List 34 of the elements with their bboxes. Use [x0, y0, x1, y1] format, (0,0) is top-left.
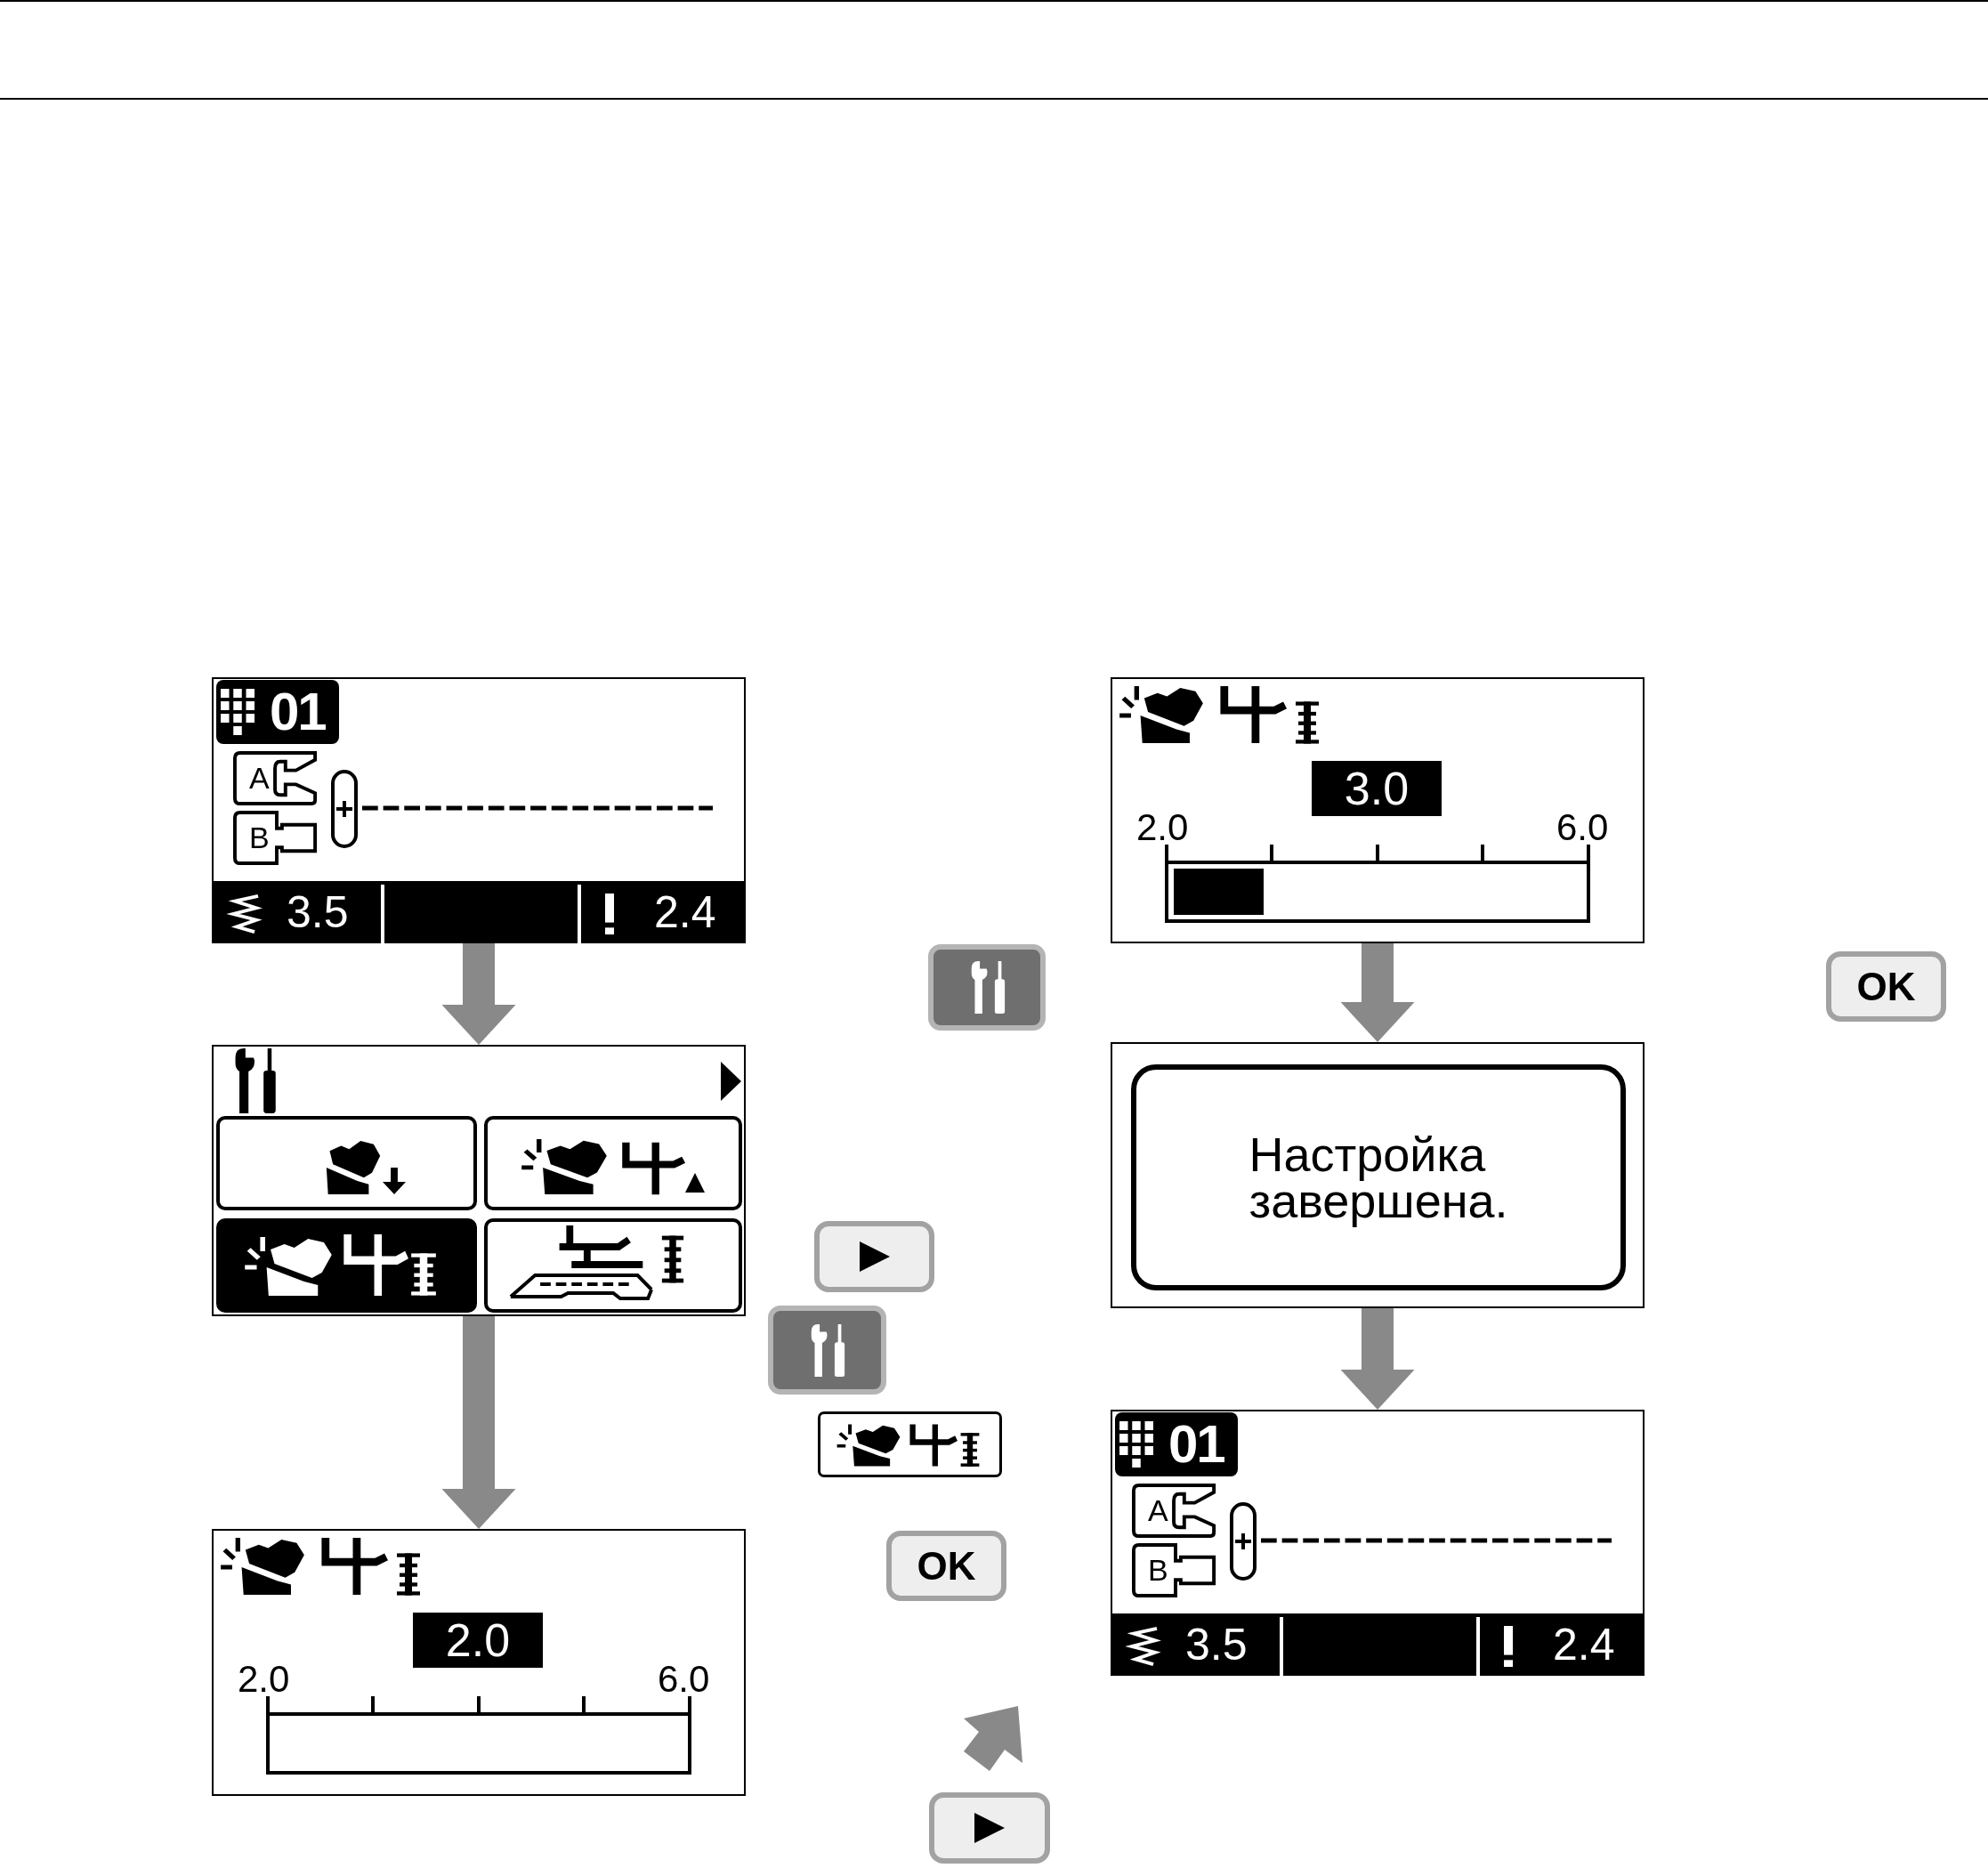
- foot-letter: A: [1148, 1495, 1168, 1525]
- arrow: [441, 943, 516, 1045]
- next-button: [814, 1221, 934, 1292]
- ok-button: OK: [886, 1531, 1006, 1601]
- arrow: [1340, 943, 1415, 1042]
- setting-value: 3.5: [1185, 1623, 1248, 1666]
- pattern-number: 01: [270, 685, 326, 739]
- value-display: 3.0: [1312, 761, 1442, 816]
- lcd-screen: [1111, 677, 1645, 943]
- lcd-screen: [212, 677, 746, 943]
- lcd-screen: [1111, 1410, 1645, 1676]
- scale-label: 6.0: [1556, 810, 1609, 845]
- pattern-number: 01: [1168, 1418, 1224, 1471]
- option-tile: [818, 1411, 1002, 1477]
- arrow: [1340, 1308, 1415, 1410]
- foot-letter: A: [249, 763, 270, 793]
- lcd-screen: [212, 1045, 746, 1316]
- scale-label: 2.0: [238, 1662, 290, 1697]
- next-button: [929, 1792, 1050, 1864]
- scale-label: 2.0: [1136, 810, 1189, 845]
- setting-value: 2.4: [1553, 1623, 1615, 1666]
- arrow: [441, 1316, 516, 1529]
- foot-letter: B: [249, 822, 270, 853]
- settings-button: [768, 1306, 886, 1395]
- message-box: [1131, 1064, 1626, 1290]
- value-display: 2.0: [413, 1613, 543, 1668]
- foot-letter: B: [1148, 1555, 1168, 1585]
- setting-value: 3.5: [287, 891, 349, 934]
- setting-value: 2.4: [654, 891, 716, 934]
- settings-button: [928, 944, 1046, 1031]
- lcd-screen: [1111, 1042, 1645, 1308]
- lcd-screen: [212, 1529, 746, 1796]
- ok-button: OK: [1826, 951, 1946, 1022]
- scale-label: 6.0: [658, 1662, 710, 1697]
